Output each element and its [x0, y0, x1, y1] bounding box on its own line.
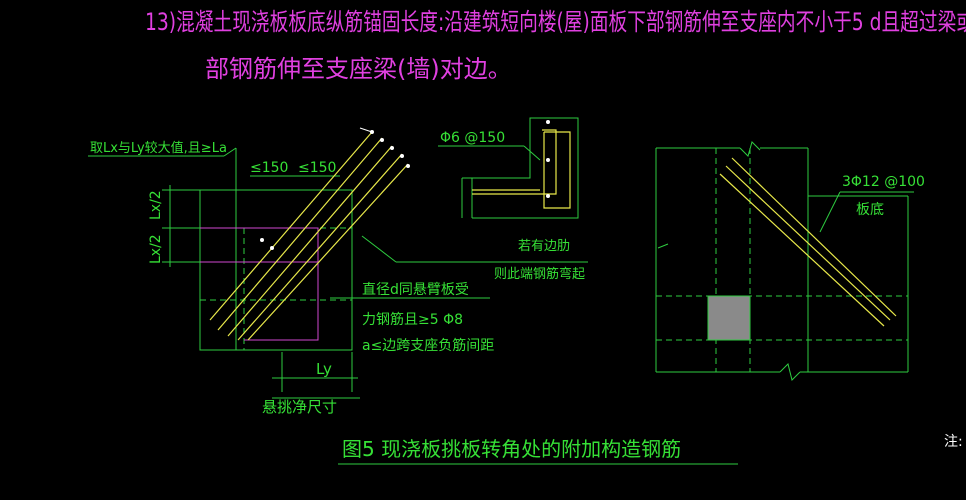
spacing-label-1: ≤150 — [250, 160, 288, 176]
ly-label: Ly — [316, 360, 332, 378]
note-prefix: 注: — [944, 434, 963, 450]
lx2-lower-label: Lx/2 — [148, 234, 164, 264]
heading-line-2: 部钢筋伸至支座梁(墙)对边。 — [205, 55, 512, 83]
rebar-label: 3Φ12 @100 — [842, 174, 925, 190]
spacing-label-2: ≤150 — [298, 160, 336, 176]
right-detail: 3Φ12 @100 板底 — [655, 141, 925, 381]
anchor-note: 取Lx与Ly较大值,且≥La — [90, 140, 227, 156]
heading-line-1: 13)混凝土现浇板板底纵筋锚固长度:沿建筑短向楼(屋)面板下部钢筋伸至支座内不小… — [145, 8, 966, 36]
edge-rebar-note-1: 若有边肋 — [518, 238, 570, 254]
diameter-note-3: a≤边跨支座负筋间距 — [362, 337, 494, 354]
figure-caption: 图5 现浇板挑板转角处的附加构造钢筋 — [342, 437, 681, 461]
cantilever-edge — [200, 227, 319, 341]
left-detail: 取Lx与Ly较大值,且≥La Lx/2 Lx/2 ≤150 ≤150 若有边肋 … — [88, 127, 588, 416]
diagonal-rebars — [209, 131, 409, 341]
lx2-upper-label: Lx/2 — [148, 190, 164, 220]
corner-rebars — [719, 157, 897, 327]
section-rebar — [472, 129, 571, 209]
bottom-label: 板底 — [856, 202, 884, 218]
section-outline — [438, 117, 579, 219]
section-detail: Φ6 @150 — [438, 117, 579, 219]
stirrup-label: Φ6 @150 — [440, 130, 505, 146]
column-section — [707, 295, 751, 341]
right-outline — [655, 141, 914, 381]
top-arrow — [359, 127, 373, 133]
diameter-note-2: 力钢筋且≥5 Φ8 — [362, 311, 463, 328]
span-note: 悬挑净尺寸 — [262, 398, 337, 416]
diameter-note-1: 直径d同悬臂板受 — [362, 281, 469, 298]
section-rebar-dots — [546, 120, 550, 198]
edge-rebar-note-2: 则此端钢筋弯起 — [494, 266, 585, 282]
